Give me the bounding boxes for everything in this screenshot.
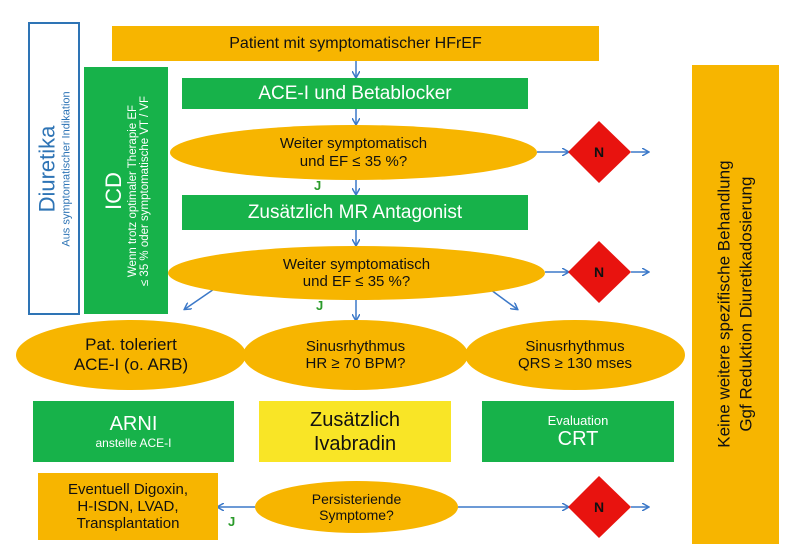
branch-left-ellipse: Pat. toleriert ACE-I (o. ARB) — [16, 320, 246, 390]
icd-text: ICD Wenn trotz optimaler Therapie EF ≤ 3… — [101, 95, 151, 285]
branch-mid-line2: HR ≥ 70 BPM? — [305, 355, 406, 372]
final-options-box: Eventuell Digoxin, H-ISDN, LVAD, Transpl… — [38, 473, 218, 540]
branch-right-ellipse: Sinusrhythmus QRS ≥ 130 mses — [465, 320, 685, 390]
arrow-decision2-to-left — [185, 286, 218, 309]
branch-left-line2: ACE-I (o. ARB) — [73, 355, 189, 374]
crt-box: Evaluation CRT — [482, 401, 674, 462]
diuretics-panel: Diuretika Aus symptomatischer Indikation — [28, 22, 80, 315]
branch-mid-line1: Sinusrhythmus — [305, 337, 406, 355]
no-label-3: N — [594, 499, 604, 515]
final-line3: Transplantation — [76, 515, 180, 533]
no-treatment-text: Keine weitere spezifische Behandlung Ggf… — [713, 161, 757, 448]
icd-panel: ICD Wenn trotz optimaler Therapie EF ≤ 3… — [84, 67, 168, 314]
no-treatment-line2: Ggf Reduktion Diuretikadosierung — [736, 176, 756, 433]
decision3-ellipse: Persisteriende Symptome? — [255, 481, 458, 533]
decision2-line1: Weiter symptomatisch — [282, 255, 431, 273]
ivabradin-box: Zusätzlich Ivabradin — [259, 401, 451, 462]
arni-box: ARNI anstelle ACE-I — [33, 401, 234, 462]
step2-text: Zusätzlich MR Antagonist — [247, 201, 463, 223]
final-line2: H-ISDN, LVAD, — [77, 497, 179, 515]
diuretics-text: Diuretika Aus symptomatischer Indikation — [35, 91, 73, 246]
decision1-ellipse: Weiter symptomatisch und EF ≤ 35 %? — [170, 125, 537, 180]
step1-box: ACE-I und Betablocker — [182, 78, 528, 109]
no-diamond-3 — [568, 476, 631, 538]
decision3-line1: Persisteriende — [311, 490, 402, 507]
ivabradin-line1: Zusätzlich — [309, 408, 401, 431]
yes-label-1: J — [314, 178, 322, 193]
ivabradin-line2: Ivabradin — [313, 432, 397, 455]
start-box: Patient mit symptomatischer HFrEF — [112, 26, 599, 61]
step2-box: Zusätzlich MR Antagonist — [182, 195, 528, 230]
final-line1: Eventuell Digoxin, — [67, 480, 189, 498]
crt-line2: CRT — [557, 427, 599, 450]
branch-mid-ellipse: Sinusrhythmus HR ≥ 70 BPM? — [243, 320, 468, 390]
branch-left-line1: Pat. toleriert — [85, 335, 177, 355]
decision2-line2: und EF ≤ 35 %? — [302, 273, 411, 290]
decision3-line2: Symptome? — [319, 507, 394, 523]
arni-title: ARNI — [109, 413, 158, 435]
decision1-line2: und EF ≤ 35 %? — [299, 152, 408, 170]
icd-line2: ≤ 35 % oder symptomatische VT / VF — [139, 95, 152, 286]
yes-label-3: J — [228, 514, 236, 529]
crt-line1: Evaluation — [547, 412, 609, 428]
no-label-2: N — [594, 264, 604, 280]
step1-text: ACE-I und Betablocker — [258, 82, 452, 104]
arni-subtitle: anstelle ACE-I — [95, 436, 172, 450]
icd-title: ICD — [101, 171, 127, 210]
no-diamond-2 — [568, 241, 631, 303]
no-treatment-panel: Keine weitere spezifische Behandlung Ggf… — [692, 65, 779, 544]
icd-line1: Wenn trotz optimaler Therapie EF — [127, 104, 140, 277]
start-text: Patient mit symptomatischer HFrEF — [229, 34, 482, 52]
no-label-1: N — [594, 144, 604, 160]
no-diamond-1 — [568, 121, 631, 183]
yes-label-2: J — [316, 298, 324, 313]
decision2-ellipse: Weiter symptomatisch und EF ≤ 35 %? — [168, 246, 545, 300]
decision1-line1: Weiter symptomatisch — [279, 135, 428, 153]
diuretics-subtitle: Aus symptomatischer Indikation — [61, 90, 74, 247]
diuretics-title: Diuretika — [35, 125, 61, 212]
no-treatment-line1: Keine weitere spezifische Behandlung — [714, 160, 734, 449]
branch-right-line2: QRS ≥ 130 mses — [517, 355, 633, 372]
branch-right-line1: Sinusrhythmus — [525, 337, 625, 355]
